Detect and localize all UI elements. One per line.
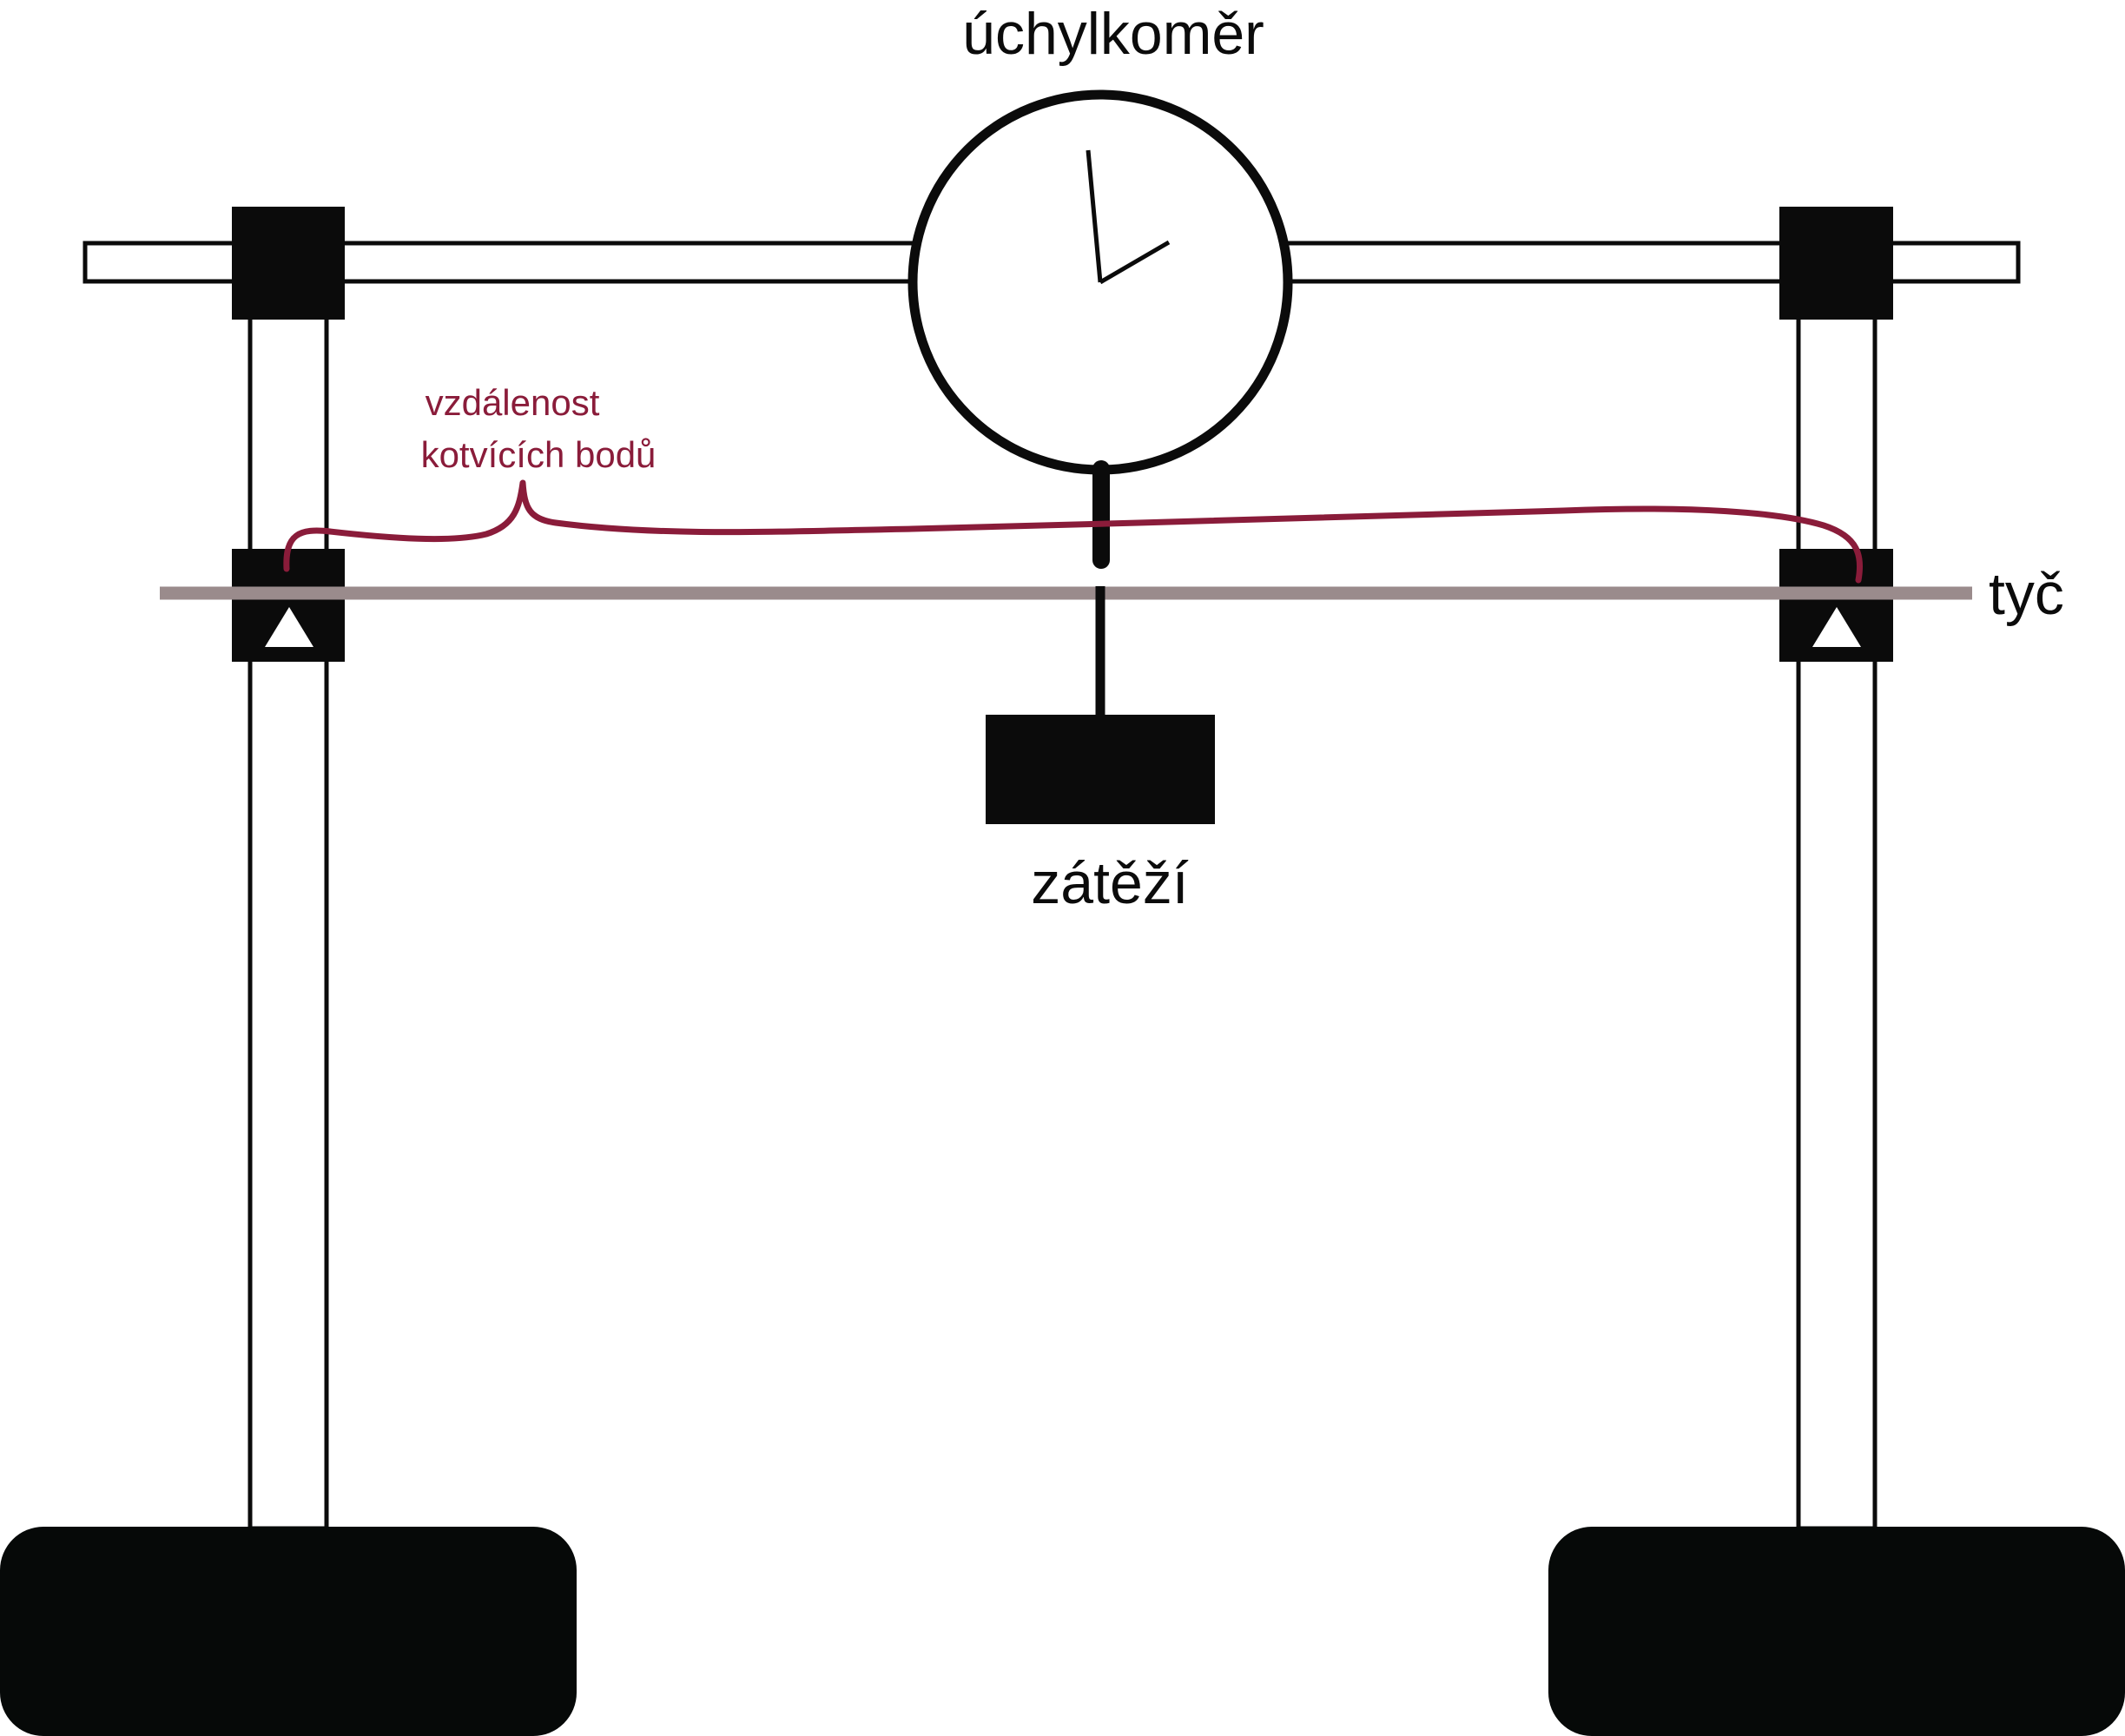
right-base [1548,1527,2125,1736]
dial-gauge-long-hand [1086,149,1103,283]
dial-gauge-short-hand [1099,240,1171,285]
distance-label-line1: vzdálenost [426,382,600,423]
load-weight [986,715,1215,824]
left-stand [0,207,577,1736]
left-top-clamp [232,207,345,320]
left-support-triangle-icon [265,607,313,647]
right-stand [1548,207,2125,1736]
rod-label: tyč [1989,561,2064,627]
dial-gauge [907,89,1293,569]
right-support-triangle-icon [1812,607,1861,647]
distance-label-line2: kotvících bodů [421,434,657,475]
anchor-distance-brace [283,479,1864,584]
gauge-label: úchylkoměr [962,1,1264,67]
right-column [1796,310,1878,1531]
load-label: zátěží [1031,850,1189,916]
left-column [247,310,329,1531]
right-top-clamp [1779,207,1893,320]
left-base [0,1527,577,1736]
